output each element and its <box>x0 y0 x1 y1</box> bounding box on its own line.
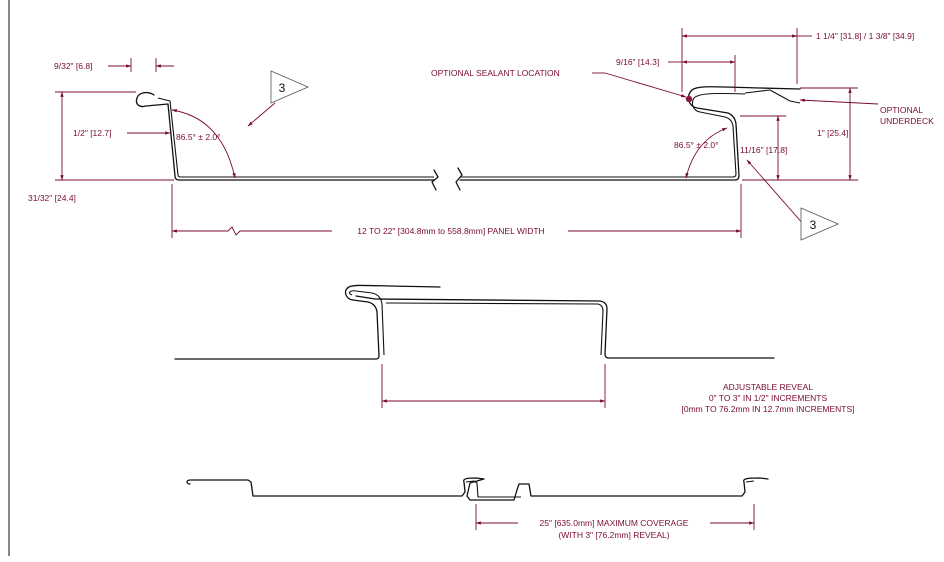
reveal-line-1: ADJUSTABLE REVEAL <box>723 382 813 392</box>
bottom-profile-outline <box>186 477 769 501</box>
callout-left: 3 <box>279 81 286 95</box>
coverage-line-2: (WITH 3" [76.2mm] REVEAL) <box>558 530 669 540</box>
top-left-dimensions: 9/32" [6.8] 31/32" [24.4] 1/2" [12.7] 86… <box>28 58 310 203</box>
angle-left: 86.5° ± 2.0° <box>176 132 221 142</box>
underdeck-label-2: UNDERDECK <box>880 116 934 126</box>
sealant-label: OPTIONAL SEALANT LOCATION <box>431 68 560 78</box>
reveal-dimension: ADJUSTABLE REVEAL 0" TO 3" IN 1/2" INCRE… <box>381 364 855 414</box>
panel-width-dimension: 12 TO 22" [304.8mm to 558.8mm] PANEL WID… <box>171 184 742 238</box>
top-profile-right-inner <box>460 92 746 178</box>
dim-right-height: 1" [25.4] <box>817 128 848 138</box>
top-profile <box>135 86 801 191</box>
middle-profile-outline <box>174 284 441 360</box>
top-profile-right-leg <box>459 86 801 181</box>
panel-width-label: 12 TO 22" [304.8mm to 558.8mm] PANEL WID… <box>357 226 544 236</box>
dim-hem-height: 1/2" [12.7] <box>73 128 111 138</box>
callout-left-triangle <box>270 70 310 104</box>
top-profile-underdeck <box>744 89 801 104</box>
middle-profile <box>174 284 775 360</box>
underdeck-label-1: OPTIONAL <box>880 105 923 115</box>
dim-right-top: 1 1/4" [31.8] / 1 3/8" [34.9] <box>816 31 914 41</box>
reveal-line-3: [0mm TO 76.2mm IN 12.7mm INCREMENTS] <box>681 404 854 414</box>
dim-total-left: 31/32" [24.4] <box>28 193 76 203</box>
angle-right: 86.5° ± 2.0° <box>674 140 719 150</box>
dim-right-inner: 11/16" [17.8] <box>740 145 787 155</box>
middle-profile-lap <box>355 295 775 359</box>
callout-right-triangle <box>800 207 840 241</box>
dim-right-hem: 9/16" [14.3] <box>616 57 659 67</box>
coverage-line-1: 25" [635.0mm] MAXIMUM COVERAGE <box>540 518 689 528</box>
middle-profile-inner <box>348 290 385 356</box>
middle-profile-lap-inner <box>385 302 604 356</box>
top-profile-left-leg <box>135 91 435 181</box>
top-profile-break-left <box>431 169 439 191</box>
callout-right: 3 <box>810 218 817 232</box>
sealant-dot <box>685 95 693 103</box>
top-right-dimensions: 1 1/4" [31.8] / 1 3/8" [34.9] 9/16" [14.… <box>431 28 934 241</box>
coverage-dimension: 25" [635.0mm] MAXIMUM COVERAGE (WITH 3" … <box>475 504 755 540</box>
bottom-profile-inner <box>465 480 755 498</box>
reveal-line-2: 0" TO 3" IN 1/2" INCREMENTS <box>709 393 828 403</box>
top-profile-break-right <box>455 167 463 191</box>
dim-hem-width: 9/32" [6.8] <box>54 61 92 71</box>
bottom-profile <box>186 477 769 501</box>
